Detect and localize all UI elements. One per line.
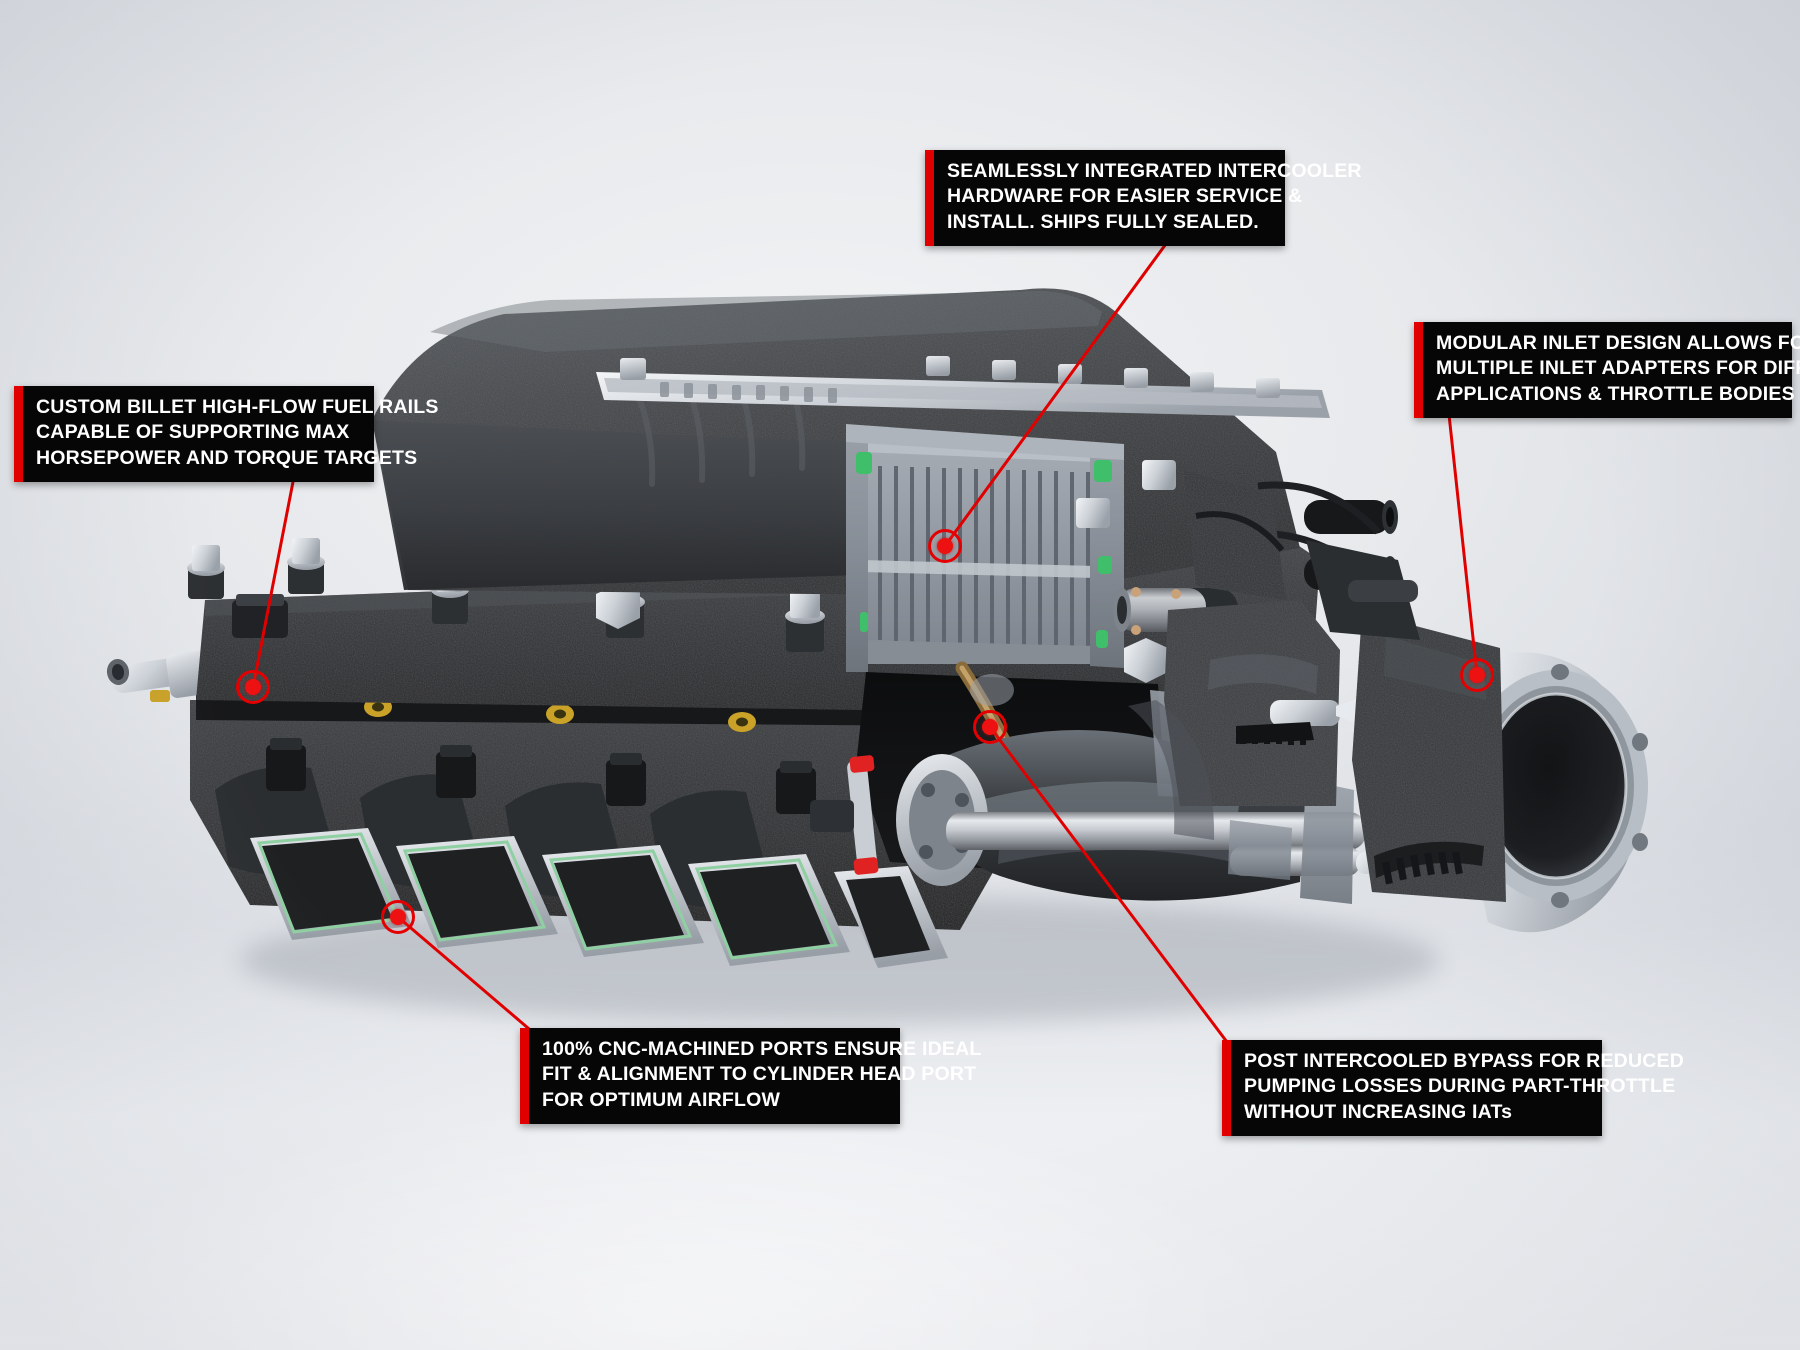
callout-line: HARDWARE FOR EASIER SERVICE &	[947, 185, 1303, 208]
callout-line: FOR OPTIMUM AIRFLOW	[542, 1088, 781, 1111]
callout-line: CUSTOM BILLET HIGH-FLOW FUEL RAILS	[36, 396, 439, 418]
marker-intercooler[interactable]	[928, 529, 962, 563]
marker-ring	[973, 710, 1007, 744]
cutaway-section	[846, 424, 1648, 933]
marker-dot	[1469, 667, 1485, 683]
callout-fuel-rails: CUSTOM BILLET HIGH-FLOW FUEL RAILS CAPAB…	[14, 386, 439, 483]
injector-bosses	[364, 697, 756, 732]
tail-bracket	[1306, 540, 1420, 640]
callout-line: PUMPING LOSSES DURING PART-THROTTLE	[1244, 1075, 1676, 1098]
callout-line: WITHOUT INCREASING IATs	[1244, 1100, 1513, 1123]
callout-cnc-ports: 100% CNC-MACHINED PORTS ENSURE IDEAL FIT…	[520, 1028, 982, 1125]
marker-dot	[245, 679, 261, 695]
marker-fuel-rails[interactable]	[236, 670, 270, 704]
callout-line: FIT & ALIGNMENT TO CYLINDER HEAD PORT	[542, 1063, 977, 1086]
injector-connectors	[266, 738, 816, 814]
callout-line: INSTALL. SHIPS FULLY SEALED.	[947, 210, 1259, 233]
intercooler-core	[862, 436, 1096, 664]
callout-bypass: POST INTERCOOLED BYPASS FOR REDUCED PUMP…	[1222, 1040, 1685, 1137]
marker-dot	[390, 909, 406, 925]
callout-line: SEAMLESSLY INTEGRATED INTERCOOLER	[947, 160, 1362, 182]
marker-ring	[1460, 658, 1494, 692]
runner-sensor	[810, 755, 879, 875]
callout-intercooler: SEAMLESSLY INTEGRATED INTERCOOLER HARDWA…	[925, 150, 1362, 247]
marker-cnc-ports[interactable]	[381, 900, 415, 934]
marker-dot	[937, 538, 953, 554]
intake-runners	[190, 700, 1000, 968]
inlet-adapter	[1352, 612, 1648, 933]
marker-modular-inlet[interactable]	[1460, 658, 1494, 692]
callout-line: HORSEPOWER AND TORQUE TARGETS	[36, 446, 418, 469]
callout-line: MODULAR INLET DESIGN ALLOWS FOR	[1436, 332, 1800, 354]
flange-bolt-holes	[1551, 664, 1648, 908]
callout-line: CAPABLE OF SUPPORTING MAX	[36, 421, 350, 444]
callout-line: 100% CNC-MACHINED PORTS ENSURE IDEAL	[542, 1038, 982, 1060]
callout-modular-inlet: MODULAR INLET DESIGN ALLOWS FOR MULTIPLE…	[1414, 322, 1800, 419]
marker-dot	[982, 719, 998, 735]
marker-bypass[interactable]	[973, 710, 1007, 744]
callout-line: APPLICATIONS & THROTTLE BODIES	[1436, 382, 1795, 405]
callout-line: POST INTERCOOLED BYPASS FOR REDUCED	[1244, 1050, 1685, 1072]
callout-line: MULTIPLE INLET ADAPTERS FOR DIFFERENT	[1436, 357, 1800, 380]
